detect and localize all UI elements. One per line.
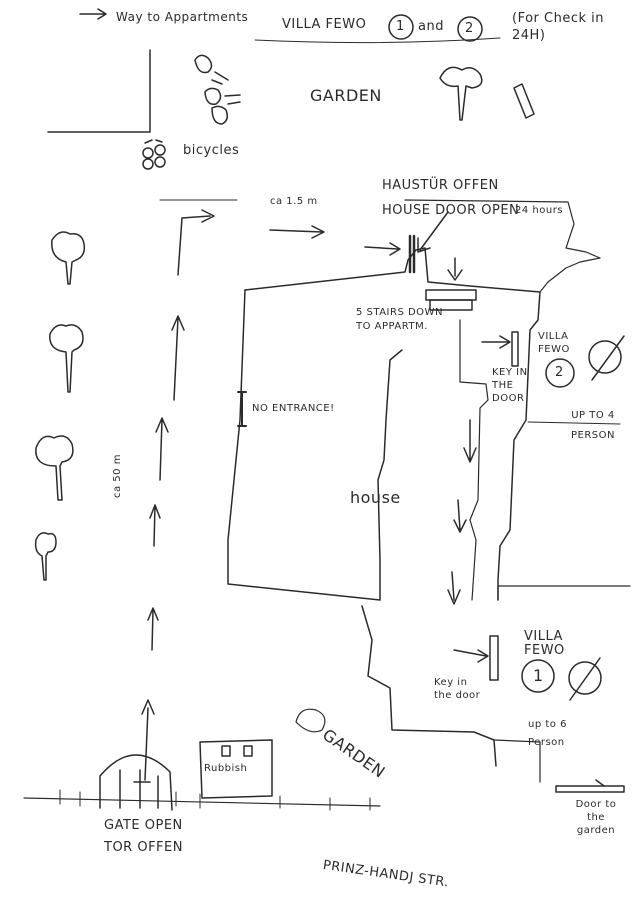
path-arrows-down (447, 419, 477, 605)
rubbish-label: Rubbish (204, 763, 248, 774)
apt2-capacity: UP TO 4 PERSON (571, 410, 615, 441)
arrow-apt1 (453, 649, 489, 663)
corner-line (47, 49, 151, 133)
apartment1-boundary-lower (493, 739, 541, 783)
house-outline-top (404, 199, 601, 259)
apt1-header-circle (388, 14, 414, 40)
bicycle-icon (142, 139, 166, 170)
house-label: house (350, 488, 401, 507)
door-pointer-arrow (417, 211, 449, 253)
apt1-number: 1 (533, 666, 544, 685)
title-and: and (418, 19, 444, 34)
plant-icon (194, 54, 241, 125)
garden-top-label: GARDEN (310, 86, 382, 105)
apt1-door-marker (489, 635, 499, 681)
garden-bench-icon (513, 83, 535, 119)
title-way-to-apartments: Way to Appartments (116, 10, 249, 24)
rubbish-bin-icon (199, 739, 273, 799)
no-entrance-marker (237, 391, 247, 427)
apt1-closed-circle (568, 661, 602, 695)
apt2-number: 2 (555, 365, 564, 380)
title-num1: 1 (396, 19, 405, 34)
apartment1-boundary (497, 585, 631, 601)
key-door-2-label: KEY IN THE DOOR (492, 367, 528, 404)
distance-label: ca 1.5 m (270, 196, 318, 207)
stairs-icon (425, 257, 477, 311)
door-to-garden-label: Door to the garden (575, 799, 617, 836)
key-door-1-label: Key in the door (434, 677, 481, 701)
checkin-note: (For Check in 24H) (512, 11, 604, 43)
garden-edge-right (539, 257, 601, 293)
haustur-offen-label: HAUSTÜR OFFEN (382, 178, 499, 193)
title-num2: 2 (465, 21, 474, 36)
gate-open-label: GATE OPEN (104, 818, 183, 833)
tree-icon (51, 231, 86, 285)
lower-boundary (361, 605, 497, 767)
bicycles-label: bicycles (183, 143, 240, 158)
tree-icon (35, 435, 74, 501)
tree-icon (49, 324, 84, 393)
tor-offen-label: TOR OFFEN (104, 840, 183, 855)
door-to-garden-marker (555, 785, 625, 793)
fence (23, 797, 381, 807)
house-outline (244, 247, 541, 601)
tree-icon (34, 532, 57, 581)
apt2-door-marker (511, 331, 519, 367)
apt1-number-circle (521, 659, 555, 693)
gate-icon (99, 754, 173, 811)
apt1-capacity: up to 6 Person (528, 719, 567, 748)
stairs-label: 5 STAIRS DOWN TO APPARTM. (356, 307, 443, 332)
bush-icon (295, 708, 326, 733)
house-outline-left (227, 289, 403, 601)
house-door-marker (408, 234, 416, 274)
path-length-label: ca 50 m (112, 454, 123, 498)
no-entrance-label: NO ENTRANCE! (252, 403, 335, 414)
apt2-number-circle (545, 358, 575, 388)
tree-icon (439, 66, 483, 121)
apt2-closed-slash (591, 335, 625, 381)
header-underline (254, 37, 501, 44)
apt2-capacity-line (527, 421, 621, 425)
apt2-closed-circle (588, 340, 622, 374)
fence-posts (59, 789, 371, 811)
apt2-name: VILLA FEWO (538, 331, 570, 355)
apt1-name: VILLA FEWO (524, 629, 565, 658)
hours-label: 24 hours (515, 205, 564, 216)
house-door-open-label: HOUSE DOOR OPEN (382, 203, 520, 218)
title-villa-fewo: VILLA FEWO (282, 17, 367, 32)
header-arrow-icon (79, 8, 107, 20)
apt1-closed-slash (569, 657, 601, 701)
arrow-apt2 (481, 335, 511, 349)
apt2-header-circle (457, 16, 483, 42)
path-arrows (141, 199, 401, 781)
door-hinge (595, 779, 605, 787)
inner-path (459, 319, 489, 601)
